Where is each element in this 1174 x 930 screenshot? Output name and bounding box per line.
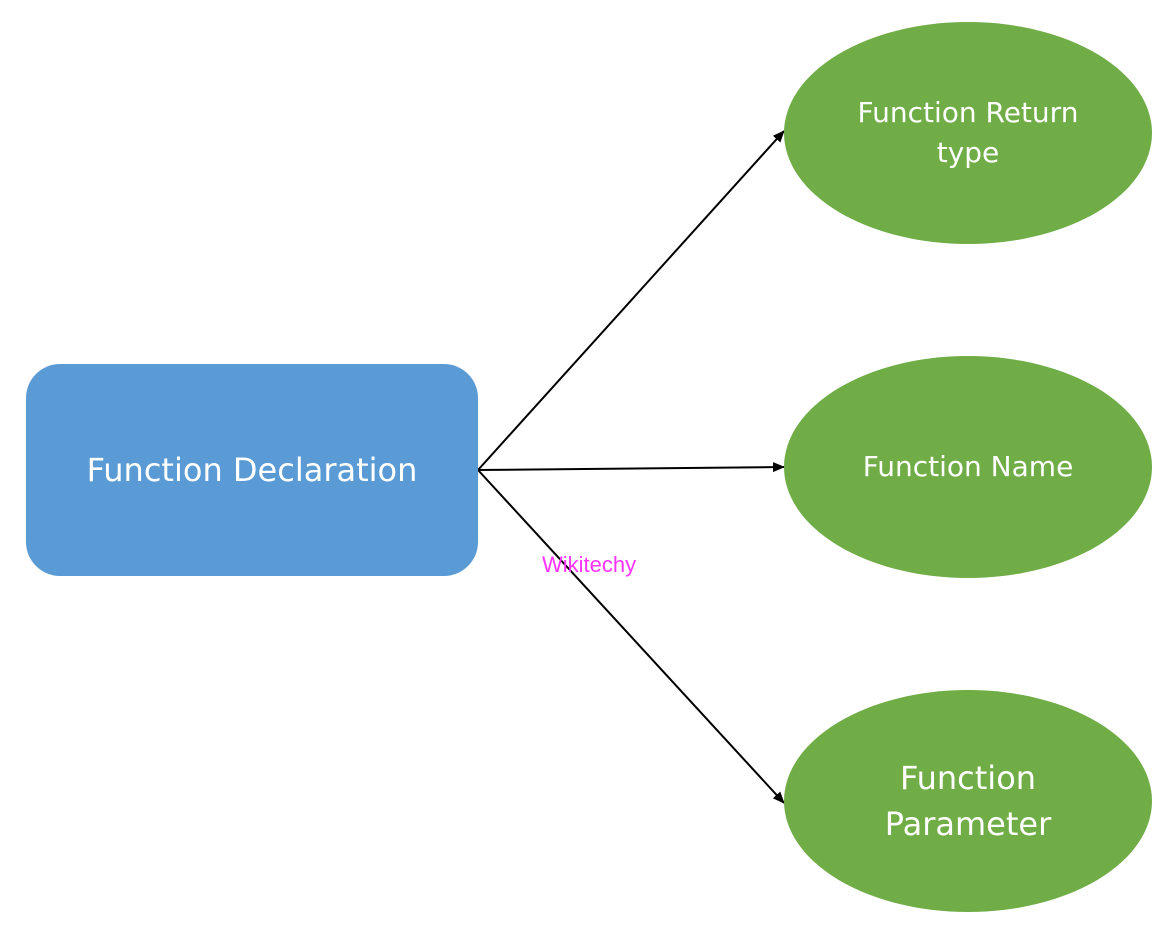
arrow-to-return-type <box>477 130 785 471</box>
function-name-label: Function Name <box>862 450 1074 483</box>
function-name-node: Function Name <box>784 356 1152 578</box>
arrow-to-function-parameter <box>477 469 785 804</box>
wikitechy-watermark: Wikitechy <box>542 552 637 577</box>
function-declaration-box: Function Declaration <box>26 364 478 576</box>
function-return-type-node: Function Return type <box>784 22 1152 244</box>
function-parameter-node: Function Parameter <box>784 690 1152 912</box>
function-parameter-label: Function Parameter <box>884 759 1052 843</box>
function-declaration-label: Function Declaration <box>86 451 418 489</box>
function-return-type-label: Function Return type <box>857 96 1079 169</box>
arrow-to-function-name <box>477 462 785 473</box>
